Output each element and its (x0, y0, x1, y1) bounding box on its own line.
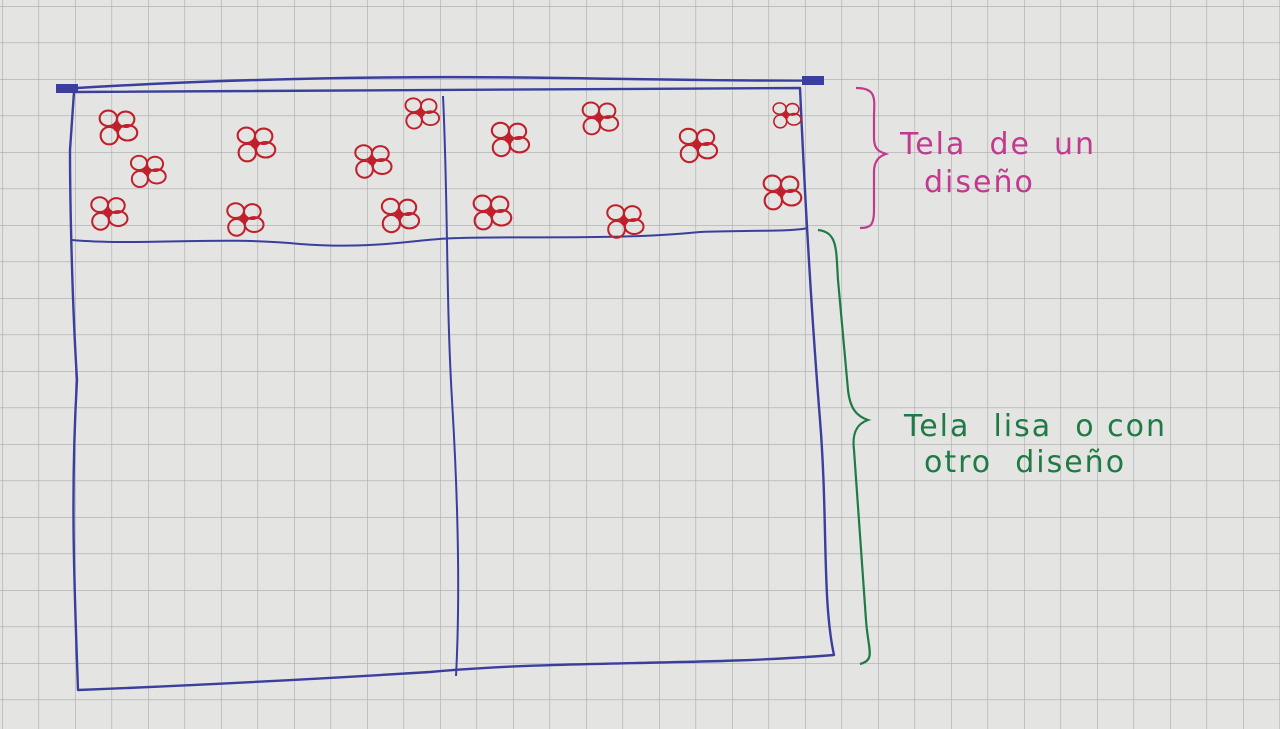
top-band-label-line1: Tela de un (899, 127, 1096, 162)
bottom-area-label-line2: otro diseño (924, 445, 1126, 480)
rod-end-left (56, 84, 78, 93)
bottom-area-label-line1: Tela lisa o con (903, 409, 1167, 444)
curtain-rod (59, 75, 823, 91)
bottom-bracket (817, 228, 872, 666)
top-bracket (855, 86, 890, 230)
rod-end-right (802, 76, 824, 85)
curtain-outline (68, 86, 836, 692)
patterned-band-edge (71, 227, 809, 247)
panel-division (442, 95, 460, 677)
top-band-label-line2: diseño (924, 165, 1035, 200)
